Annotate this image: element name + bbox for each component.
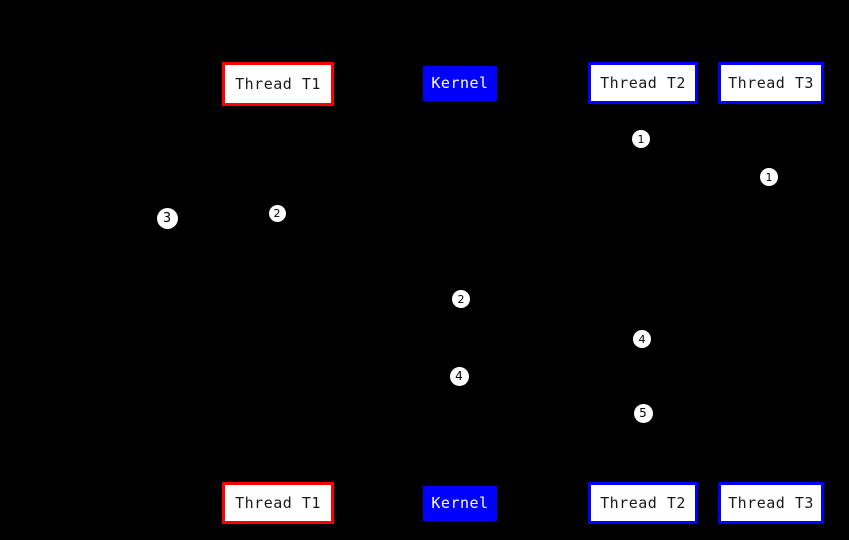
lifeline-header-kernel-label: Kernel bbox=[431, 74, 489, 92]
message-t1-to-kernel-2 bbox=[277, 393, 461, 399]
step-marker-2: 2 bbox=[268, 204, 286, 222]
step-marker-4: 4 bbox=[633, 330, 651, 348]
lifeline-header-kernel[interactable]: Kernel bbox=[423, 66, 497, 101]
message-kernel-to-t2-2 bbox=[460, 429, 644, 435]
lifeline-footer-t2[interactable]: Thread T2 bbox=[588, 482, 698, 524]
lifeline-header-t2-label: Thread T2 bbox=[600, 73, 686, 92]
lifeline-footer-t3-label: Thread T3 bbox=[728, 493, 814, 512]
lifeline-footer-kernel[interactable]: Kernel bbox=[423, 486, 497, 521]
step-marker-5: 5 bbox=[633, 403, 653, 423]
message-kernel-to-t1 bbox=[276, 229, 460, 235]
message-t3-to-kernel bbox=[459, 193, 771, 199]
lifeline-footer-t1-label: Thread T1 bbox=[235, 493, 321, 512]
lifeline-header-t3-label: Thread T3 bbox=[728, 73, 814, 92]
step-marker-2: 2 bbox=[452, 290, 470, 308]
lifeline-header-t2[interactable]: Thread T2 bbox=[588, 62, 698, 104]
message-t2-to-kernel bbox=[459, 157, 643, 163]
lifeline-t2 bbox=[643, 104, 644, 482]
message-kernel-to-t2-1 bbox=[460, 355, 644, 361]
lifeline-footer-t1[interactable]: Thread T1 bbox=[222, 482, 334, 524]
step-marker-3: 3 bbox=[156, 207, 178, 229]
step-marker-1: 1 bbox=[632, 130, 650, 148]
lifeline-t3 bbox=[771, 104, 772, 482]
lifeline-header-t1-label: Thread T1 bbox=[235, 74, 321, 93]
lifeline-header-t3[interactable]: Thread T3 bbox=[718, 62, 824, 104]
lifeline-footer-kernel-label: Kernel bbox=[431, 494, 489, 512]
lifeline-t1 bbox=[277, 106, 278, 482]
lifeline-footer-t2-label: Thread T2 bbox=[600, 493, 686, 512]
lifeline-footer-t3[interactable]: Thread T3 bbox=[718, 482, 824, 524]
lifeline-header-t1[interactable]: Thread T1 bbox=[222, 62, 334, 106]
step-marker-4: 4 bbox=[449, 366, 469, 386]
message-t1-to-kernel-1 bbox=[277, 317, 461, 323]
step-marker-1: 1 bbox=[760, 168, 778, 186]
